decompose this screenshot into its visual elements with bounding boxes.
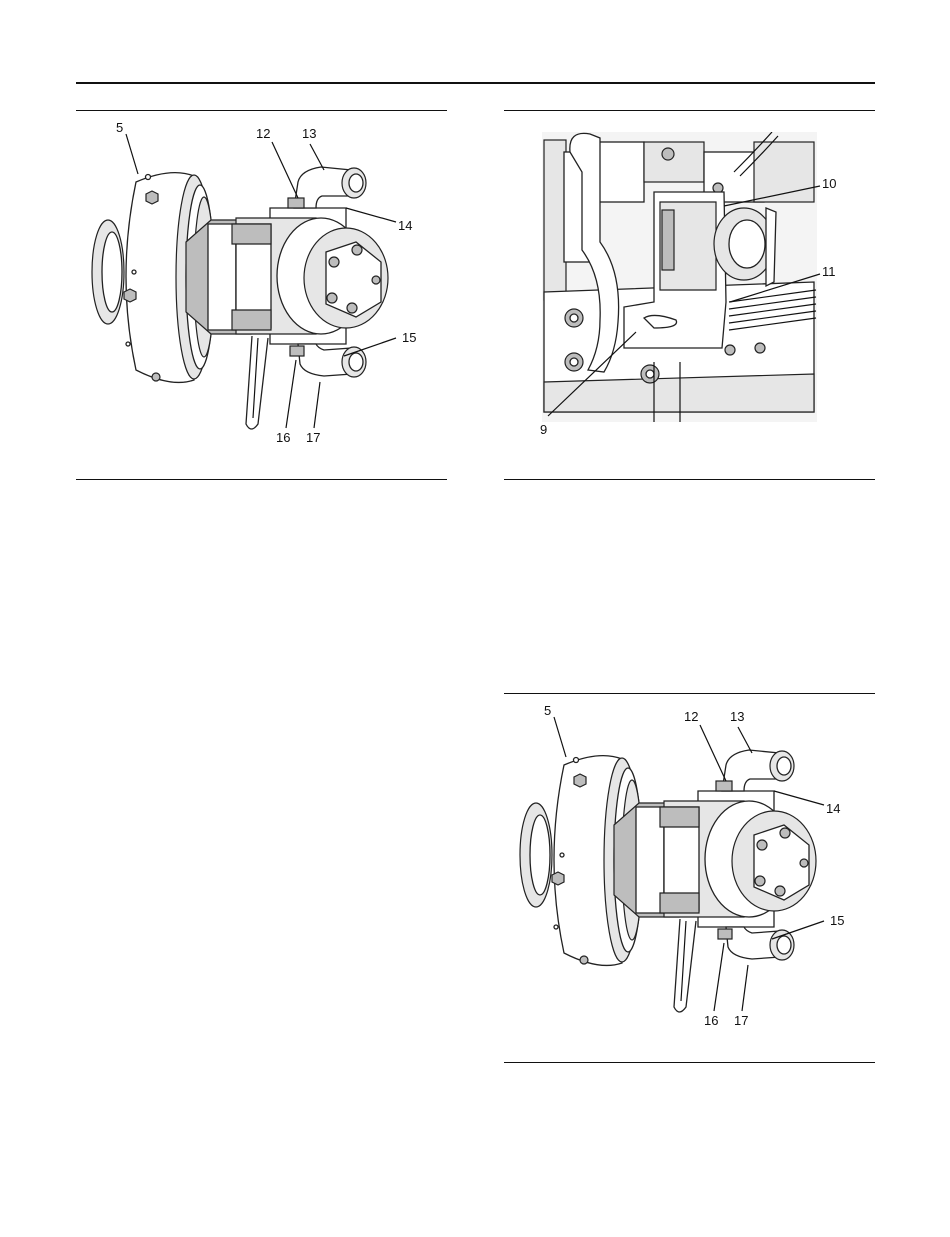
- bolt: [580, 956, 588, 964]
- figure-1-pump-illustration: 5 12 13 14 15 16 17: [76, 112, 447, 478]
- callout-16: 16: [704, 1013, 718, 1028]
- lower-clamp: [718, 929, 732, 939]
- pump-drawing: 5 12 13 14 15 16 17: [504, 695, 875, 1061]
- bolt: [152, 373, 160, 381]
- callout-12: 12: [684, 709, 698, 724]
- figure-2-engine-bracket-illustration: 10 11 9: [504, 112, 875, 478]
- callout-13: 13: [730, 709, 744, 724]
- figure-1-top-rule: [76, 110, 447, 111]
- callout-11: 11: [822, 264, 836, 279]
- figure-1-bottom-rule: [76, 479, 447, 480]
- callout-17: 17: [734, 1013, 748, 1028]
- figure-3-bottom-rule: [504, 1062, 875, 1063]
- callout-13: 13: [302, 126, 316, 141]
- figure-3-top-rule: [504, 693, 875, 694]
- pump-drawing: 5 12 13 14 15 16 17: [76, 112, 447, 478]
- page-header-rule: [76, 82, 875, 84]
- callout-15: 15: [830, 913, 844, 928]
- engine-drawing: 10 11 9: [504, 112, 875, 478]
- callout-14: 14: [398, 218, 412, 233]
- callout-10: 10: [822, 176, 836, 191]
- bolt: [574, 774, 586, 787]
- bolt: [146, 191, 158, 204]
- callout-5: 5: [544, 703, 551, 718]
- figure-2-bottom-rule: [504, 479, 875, 480]
- bolt: [124, 289, 136, 302]
- callout-14: 14: [826, 801, 840, 816]
- callout-17: 17: [306, 430, 320, 445]
- upper-clamp: [288, 198, 304, 208]
- figure-3-pump-illustration: 5 12 13 14 15 16 17: [504, 695, 875, 1061]
- lower-clamp: [290, 346, 304, 356]
- callout-5: 5: [116, 120, 123, 135]
- figure-2-top-rule: [504, 110, 875, 111]
- callout-9: 9: [540, 422, 547, 437]
- bolt: [552, 872, 564, 885]
- callout-16: 16: [276, 430, 290, 445]
- upper-clamp: [716, 781, 732, 791]
- callout-12: 12: [256, 126, 270, 141]
- callout-15: 15: [402, 330, 416, 345]
